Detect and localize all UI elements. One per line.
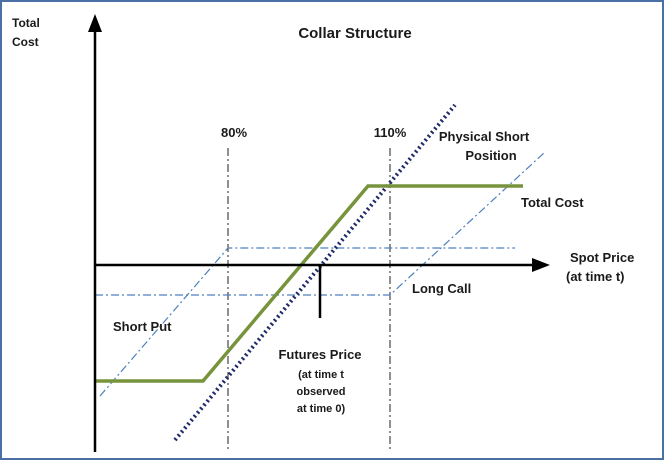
futures-note-line1: (at time t bbox=[298, 369, 344, 381]
long-call-line bbox=[95, 151, 546, 296]
physical-short-label-line1: Physical Short bbox=[439, 129, 530, 144]
futures-price-label: Futures Price bbox=[278, 347, 361, 362]
physical-short-label-line2: Position bbox=[465, 148, 516, 163]
long-call-label: Long Call bbox=[412, 281, 471, 296]
short-put-line bbox=[99, 247, 515, 397]
x-axis-label-line2: (at time t) bbox=[566, 269, 625, 284]
total-cost-label: Total Cost bbox=[521, 195, 584, 210]
futures-note-line3: at time 0) bbox=[297, 403, 346, 415]
x-axis-label-line1: Spot Price bbox=[570, 250, 634, 265]
y-axis-label-line1: Total bbox=[12, 16, 40, 30]
total-cost-line bbox=[95, 184, 523, 383]
short-put-label: Short Put bbox=[113, 319, 172, 334]
y-axis-label-line2: Cost bbox=[12, 35, 39, 49]
diagram-title: Collar Structure bbox=[298, 25, 411, 42]
strike-80-label: 80% bbox=[221, 125, 247, 140]
y-axis-arrow bbox=[88, 14, 102, 32]
strike-110-label: 110% bbox=[374, 125, 407, 140]
x-axis-arrow bbox=[532, 258, 550, 272]
futures-note-line2: observed bbox=[297, 386, 346, 398]
